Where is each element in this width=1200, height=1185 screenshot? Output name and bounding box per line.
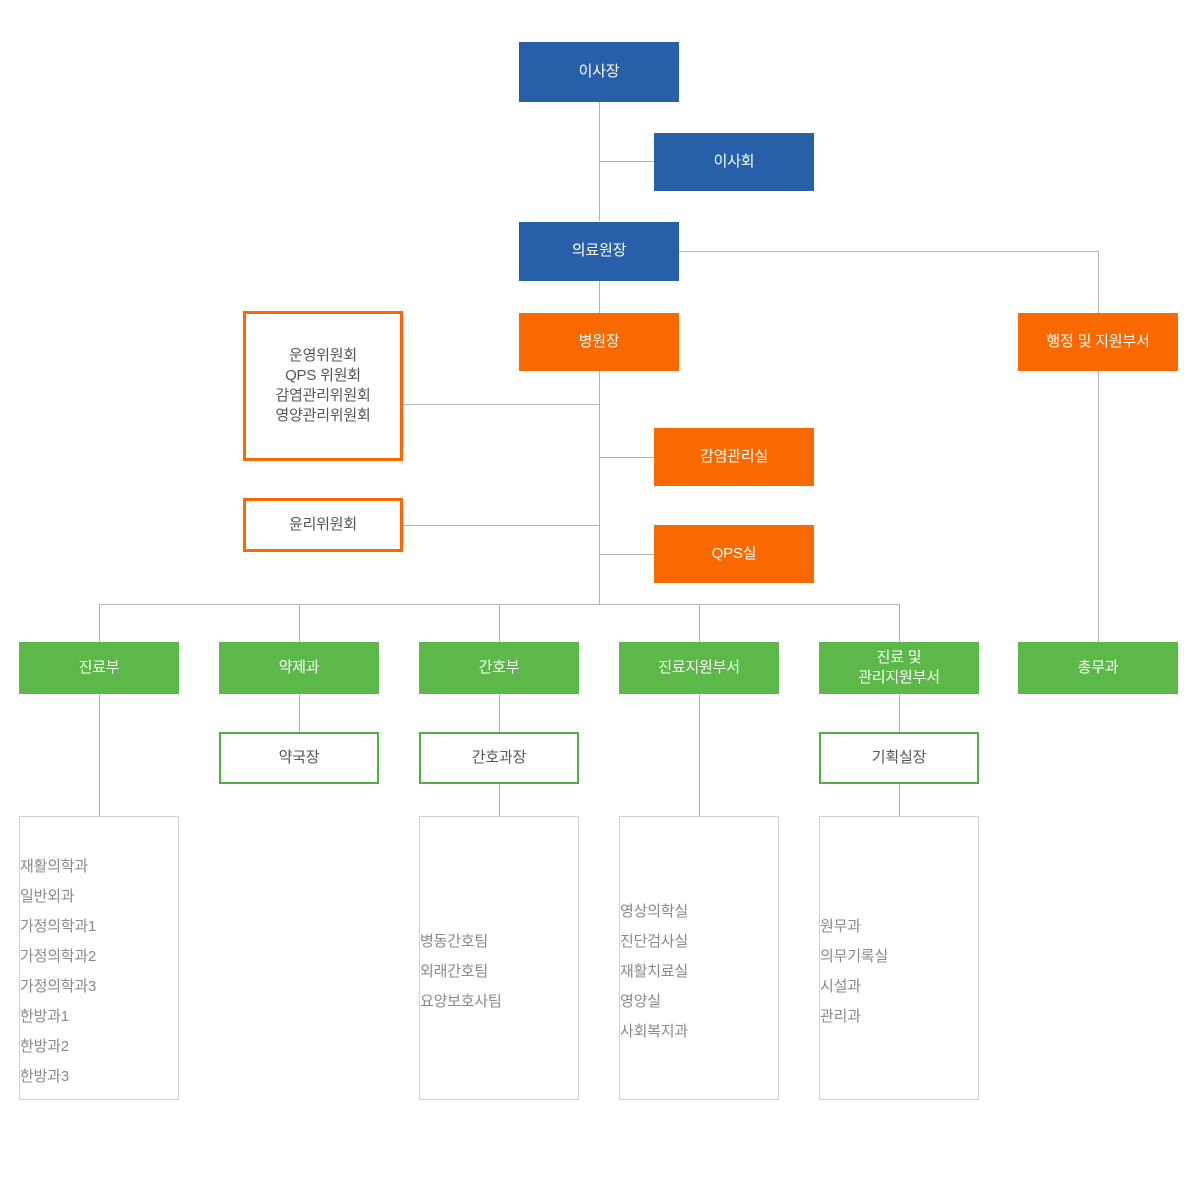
list-item: 관리과 bbox=[820, 1008, 861, 1025]
list-item: 외래간호팀 bbox=[420, 963, 489, 980]
list-item: 재활치료실 bbox=[620, 963, 689, 980]
connector-chairman-to-board bbox=[599, 161, 655, 162]
list-item: 한방과3 bbox=[20, 1068, 69, 1085]
list-item: 일반외과 bbox=[20, 888, 75, 905]
node-planning-head[interactable]: 기획실장 bbox=[819, 732, 979, 784]
list-item: 한방과2 bbox=[20, 1038, 69, 1055]
list-item: 진단검사실 bbox=[620, 933, 689, 950]
list-item: 요양보호사팀 bbox=[420, 993, 502, 1010]
connector-drop-medical-support bbox=[699, 604, 700, 642]
node-ethics-committee[interactable]: 윤리위원회 bbox=[243, 498, 403, 552]
node-general-affairs-dept[interactable]: 총무과 bbox=[1018, 642, 1178, 694]
list-item: 병동간호팀 bbox=[420, 933, 489, 950]
connector-planninghead-to-list bbox=[899, 784, 900, 816]
list-item: 한방과1 bbox=[20, 1008, 69, 1025]
node-care-mgmt-support-dept[interactable]: 진료 및 관리지원부서 bbox=[819, 642, 979, 694]
connector-director-to-admin bbox=[679, 251, 1099, 252]
connector-hospital-spine bbox=[599, 371, 600, 605]
node-medical-center-director[interactable]: 의료원장 bbox=[519, 222, 679, 281]
connector-drop-nursing bbox=[499, 604, 500, 642]
connector-medical-to-list bbox=[99, 694, 100, 816]
node-medical-dept[interactable]: 진료부 bbox=[19, 642, 179, 694]
list-item: 가정의학과2 bbox=[20, 948, 97, 965]
node-nursing-head[interactable]: 간호과장 bbox=[419, 732, 579, 784]
node-committees-group[interactable]: 운영위원회 QPS 위원회 감염관리위원회 영양관리위원회 bbox=[243, 311, 403, 461]
connector-drop-pharmacy bbox=[299, 604, 300, 642]
list-item: 영상의학실 bbox=[620, 903, 689, 920]
connector-ethics-link bbox=[402, 525, 600, 526]
connector-pharmacy-to-head bbox=[299, 694, 300, 732]
node-admin-support-dept[interactable]: 행정 및 지원부서 bbox=[1018, 313, 1178, 371]
node-nursing-dept[interactable]: 간호부 bbox=[419, 642, 579, 694]
connector-drop-medical bbox=[99, 604, 100, 642]
node-board-of-directors[interactable]: 이사회 bbox=[654, 133, 814, 191]
connector-nursing-to-head bbox=[499, 694, 500, 732]
list-item: 재활의학과 bbox=[20, 858, 89, 875]
node-infection-control-office[interactable]: 감염관리실 bbox=[654, 428, 814, 486]
node-pharmacy-head[interactable]: 약국장 bbox=[219, 732, 379, 784]
list-item: 의무기록실 bbox=[820, 948, 889, 965]
connector-director-to-hospital bbox=[599, 281, 600, 313]
list-item: 가정의학과3 bbox=[20, 978, 97, 995]
list-item: 가정의학과1 bbox=[20, 918, 97, 935]
list-item: 영양실 bbox=[620, 993, 661, 1010]
connector-admin-vertical bbox=[1098, 251, 1099, 644]
node-chairman[interactable]: 이사장 bbox=[519, 42, 679, 102]
connector-infection-link bbox=[599, 457, 655, 458]
connector-medsupport-to-list bbox=[699, 694, 700, 816]
list-item: 시설과 bbox=[820, 978, 861, 995]
node-pharmacy-dept[interactable]: 약제과 bbox=[219, 642, 379, 694]
connector-committees-link bbox=[402, 404, 600, 405]
node-medical-support-dept[interactable]: 진료지원부서 bbox=[619, 642, 779, 694]
connector-drop-care-mgmt bbox=[899, 604, 900, 642]
list-item: 원무과 bbox=[820, 918, 861, 935]
connector-qps-link bbox=[599, 554, 655, 555]
node-qps-office[interactable]: QPS실 bbox=[654, 525, 814, 583]
list-item: 사회복지과 bbox=[620, 1023, 689, 1040]
connector-caremgmt-to-head bbox=[899, 694, 900, 732]
node-hospital-director[interactable]: 병원장 bbox=[519, 313, 679, 371]
connector-nursinghead-to-list bbox=[499, 784, 500, 816]
